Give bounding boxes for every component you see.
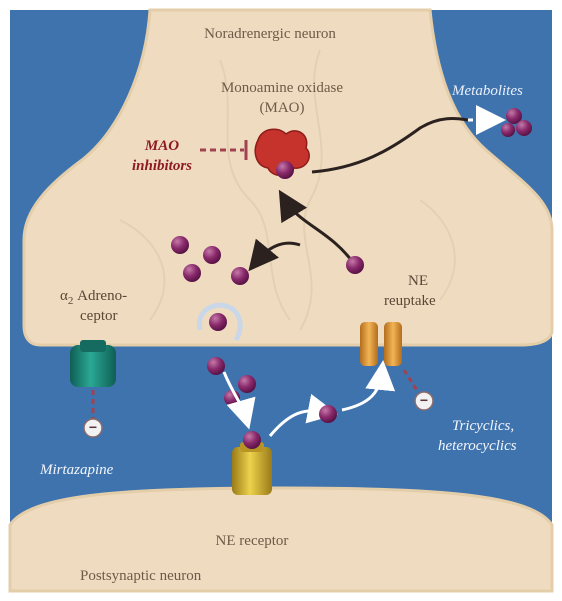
presynaptic-neuron-label: Noradrenergic neuron xyxy=(204,26,336,42)
mirtazapine-label: Mirtazapine xyxy=(39,462,114,478)
ne-molecule xyxy=(207,357,225,375)
ne-receptor-label: NE receptor xyxy=(216,533,289,549)
alpha2-adrenoceptor xyxy=(70,340,116,387)
ne-molecule xyxy=(276,161,294,179)
ne-molecule xyxy=(183,264,201,282)
ne-molecule xyxy=(209,313,227,331)
metabolite-molecule xyxy=(501,123,515,137)
metabolite-molecule xyxy=(516,120,532,136)
postsynaptic-neuron-label: Postsynaptic neuron xyxy=(80,568,202,584)
mirtazapine-minus-glyph: − xyxy=(89,419,97,435)
mao-inhibitors-label-line2: inhibitors xyxy=(132,158,192,174)
ne-molecule xyxy=(171,236,189,254)
bound-ne-molecule xyxy=(243,431,261,449)
metabolites-label: Metabolites xyxy=(451,83,523,99)
mao-label-line1: Monoamine oxidase xyxy=(221,80,343,96)
ne-molecule xyxy=(203,246,221,264)
mao-label-line2: (MAO) xyxy=(260,100,305,116)
ne-molecule xyxy=(319,405,337,423)
ne-molecule xyxy=(238,375,256,393)
ne-molecule xyxy=(346,256,364,274)
alpha2-adrenoceptor-label-line2: ceptor xyxy=(80,308,117,324)
ne-reuptake-label-line2: reuptake xyxy=(384,293,436,309)
ne-reuptake-label-line1: NE xyxy=(408,273,428,289)
tricyclics-label-line2: heterocyclics xyxy=(438,438,517,454)
ne-molecule xyxy=(231,267,249,285)
tricyclics-minus-glyph: − xyxy=(420,392,428,408)
mao-inhibitors-label-line1: MAO xyxy=(144,138,179,154)
tricyclics-label-line1: Tricyclics, xyxy=(452,418,514,434)
ne-receptor xyxy=(232,442,272,495)
